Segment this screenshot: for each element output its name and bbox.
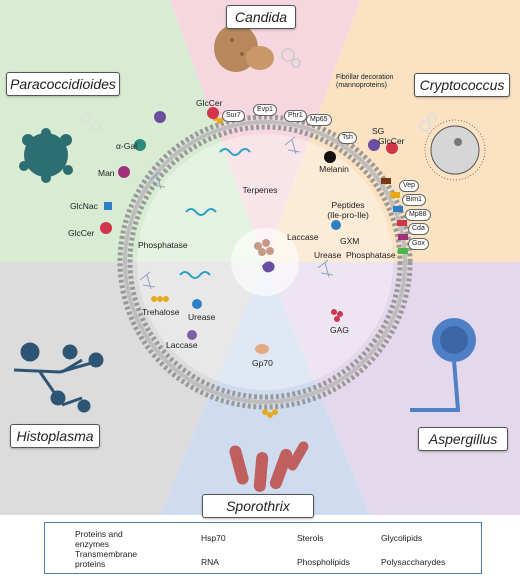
tag-bim1: Bim1	[402, 194, 426, 206]
rna-wave-icon	[219, 148, 251, 156]
hsp70-icon	[262, 261, 275, 273]
label-gxm: GXM	[340, 236, 360, 246]
histoplasma-cell-icon	[13, 342, 104, 413]
legend: Proteins and enzymes Transmembrane prote…	[44, 522, 482, 574]
label-phosphatase-left: Phosphatase	[138, 240, 188, 250]
label-sg: SG	[372, 126, 385, 136]
sector-candida	[170, 0, 360, 262]
label-glccer-top: GlcCer	[196, 98, 223, 108]
tag-vep: Vep	[399, 180, 420, 192]
label-urease-left: Urease	[188, 312, 216, 322]
tag-mp65: Mp65	[306, 114, 332, 126]
label-urease-right: Urease	[314, 250, 342, 260]
membrane-inner	[127, 124, 403, 400]
tag-phr1: Phr1	[284, 110, 307, 122]
membrane-outer	[117, 114, 413, 410]
tag-tsh: Tsh	[338, 132, 357, 144]
legend-polysaccharides: Polysaccharydes	[381, 557, 446, 567]
tag-evp1: Evp1	[253, 104, 277, 116]
sector-cryptococcus	[265, 0, 520, 262]
label-cryptococcus: Cryptococcus	[414, 73, 510, 97]
label-melanin: Melanin	[319, 164, 349, 174]
legend-sterols: Sterols	[297, 533, 324, 543]
label-glccer-left: GlcCer	[68, 228, 95, 238]
protein-cluster-icon	[254, 239, 274, 256]
label-trehalose: Trehalose	[142, 307, 180, 317]
label-glccer-right: GlcCer	[378, 136, 405, 146]
legend-transmembrane: Transmembrane proteins	[75, 549, 138, 569]
label-aspergillus: Aspergillus	[418, 427, 508, 451]
label-laccase-right: Laccase	[287, 232, 319, 242]
polysaccharide-icon	[139, 136, 334, 290]
label-phosphatase-right: Phosphatase	[346, 250, 396, 260]
legend-rna: RNA	[201, 557, 219, 567]
legend-proteins: Proteins and enzymes	[75, 529, 123, 549]
legend-glycolipids: Glycolipids	[381, 533, 423, 543]
legend-phospholipids: Phospholipids	[297, 557, 350, 567]
label-glcnac: GlcNac	[70, 201, 98, 211]
label-terpenes: Terpenes	[242, 185, 278, 195]
label-gp70: Gp70	[252, 358, 273, 368]
sector-sporothrix	[160, 262, 370, 515]
annotation-fibrillar: Fibrillar decoration (mannoproteins)	[336, 74, 394, 89]
cryptococcus-cell-icon	[424, 119, 486, 181]
label-man: Man	[98, 168, 115, 178]
tag-mp88: Mp88	[405, 209, 431, 221]
label-candida: Candida	[226, 5, 296, 29]
label-sporothrix: Sporothrix	[202, 494, 314, 518]
label-histoplasma: Histoplasma	[10, 424, 100, 448]
label-laccase-left: Laccase	[166, 340, 198, 350]
tag-gox: Gox	[408, 238, 429, 250]
label-paracoccidioides: Paracoccidioides	[6, 72, 120, 96]
legend-hsp70: Hsp70	[201, 533, 226, 543]
sector-paracoccidioides	[0, 0, 265, 262]
sector-histoplasma	[0, 262, 265, 515]
sporothrix-cell-icon	[229, 441, 309, 492]
label-gag: GAG	[330, 325, 349, 335]
paracoccidioides-cell-icon	[19, 128, 73, 183]
aspergillus-cell-icon	[410, 318, 476, 412]
candida-cells-icon	[214, 24, 274, 72]
tag-cda: Cda	[408, 223, 429, 235]
tag-sur7: Sur7	[222, 110, 245, 122]
label-alpha-gal: α-Gal	[116, 141, 137, 151]
label-peptides: Peptides (Ile-pro-Ile)	[327, 200, 369, 220]
